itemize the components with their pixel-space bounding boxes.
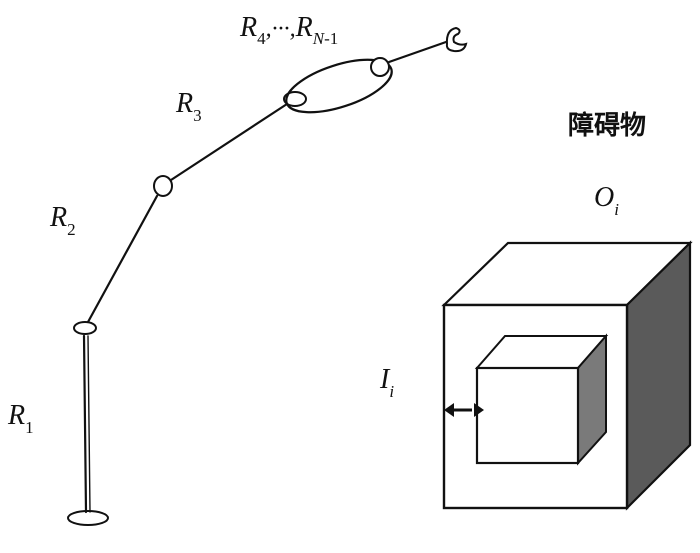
label-inner-ii: Ii	[379, 364, 394, 401]
link-r2	[86, 194, 159, 324]
label-r3: R3	[175, 88, 202, 125]
joint-4	[370, 57, 390, 77]
clearance-arrow	[444, 403, 484, 417]
gripper-icon	[445, 26, 468, 53]
arrow-right-head	[474, 403, 484, 417]
link-r3	[169, 102, 289, 182]
obstacle-inner-cube	[474, 333, 609, 466]
label-r4-rn1: R4,···,RN-1	[239, 12, 338, 48]
joint-3	[283, 91, 307, 107]
robot-base	[67, 510, 109, 526]
inner-cube-front	[475, 366, 580, 465]
robot-arm	[67, 26, 468, 526]
label-outer-oi: Oi	[594, 182, 619, 219]
link-r1	[82, 334, 88, 514]
link-r1-edge	[87, 335, 91, 513]
label-r2: R2	[49, 202, 76, 239]
label-r1: R1	[7, 400, 34, 437]
obstacle-title: 障碍物	[568, 110, 646, 141]
joint-2	[153, 175, 173, 197]
link-end	[387, 40, 448, 64]
joint-1	[73, 321, 97, 335]
links-r4-rn1-group	[285, 58, 393, 114]
arrow-left-head	[444, 403, 454, 417]
